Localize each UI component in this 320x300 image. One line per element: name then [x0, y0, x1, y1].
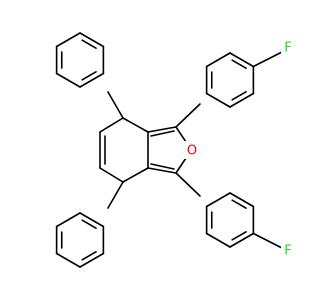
phenyl-top-left-bond [55, 72, 81, 88]
fluorine-bottom-atom-label: F [284, 244, 291, 259]
ring-bond [122, 167, 149, 183]
phenyl-link-bond [107, 181, 124, 209]
phenyl-bottom-left-double-bond [81, 219, 97, 230]
c-f-bond [252, 232, 283, 249]
phenyl-top-left-double-bond [81, 39, 97, 50]
fluorophenyl-bottom-bond [205, 232, 231, 248]
bonds [55, 32, 283, 268]
furan-double-bond [150, 130, 175, 137]
furan-bond [147, 126, 177, 133]
phenyl-top-left-double-bond [81, 70, 97, 81]
fluorophenyl-bottom-bond [229, 192, 255, 208]
phenyl-bottom-left-double-bond [81, 250, 97, 261]
fluorine-top-label-bg [281, 40, 295, 56]
ring-bond [122, 117, 149, 133]
phenyl-bottom-left-bond [55, 212, 81, 228]
c-f-bond [252, 51, 283, 68]
molecule-diagram: O F F [55, 32, 295, 268]
ring-bond [99, 167, 124, 183]
phenyl-bottom-left-bond [55, 252, 81, 268]
ring-bond [99, 117, 124, 133]
fluorine-bottom-label-bg [281, 243, 295, 259]
oxygen-atom-label: O [187, 144, 197, 159]
phenyl-link-bond [107, 91, 124, 119]
fluorophenyl-bottom-double-bond [231, 199, 247, 210]
furan-bond [175, 126, 187, 143]
aryl-link-bond [175, 172, 201, 197]
fluorophenyl-top-double-bond [231, 59, 247, 70]
phenyl-bottom-left-bond [79, 252, 105, 268]
fluorophenyl-top-bond [205, 52, 231, 68]
phenyl-bottom-left-bond [79, 212, 105, 228]
fluorophenyl-top-double-bond [231, 90, 247, 101]
fluorophenyl-top-bond [205, 92, 231, 108]
fluorophenyl-top-bond [229, 52, 255, 68]
phenyl-top-left-bond [79, 32, 105, 48]
furan-bond [147, 167, 177, 174]
oxygen-label-bg [183, 141, 201, 159]
fluorophenyl-top-bond [229, 92, 255, 108]
furan-double-bond [150, 163, 175, 170]
fluorophenyl-bottom-bond [205, 192, 231, 208]
aryl-link-bond [175, 103, 201, 128]
phenyl-top-left-bond [55, 32, 81, 48]
phenyl-top-left-bond [79, 72, 105, 88]
fluorophenyl-bottom-double-bond [231, 230, 247, 241]
structure-drawing: O F F [55, 32, 295, 268]
fluorine-top-atom-label: F [284, 41, 291, 56]
fluorophenyl-bottom-bond [229, 232, 255, 248]
furan-bond [175, 157, 187, 174]
